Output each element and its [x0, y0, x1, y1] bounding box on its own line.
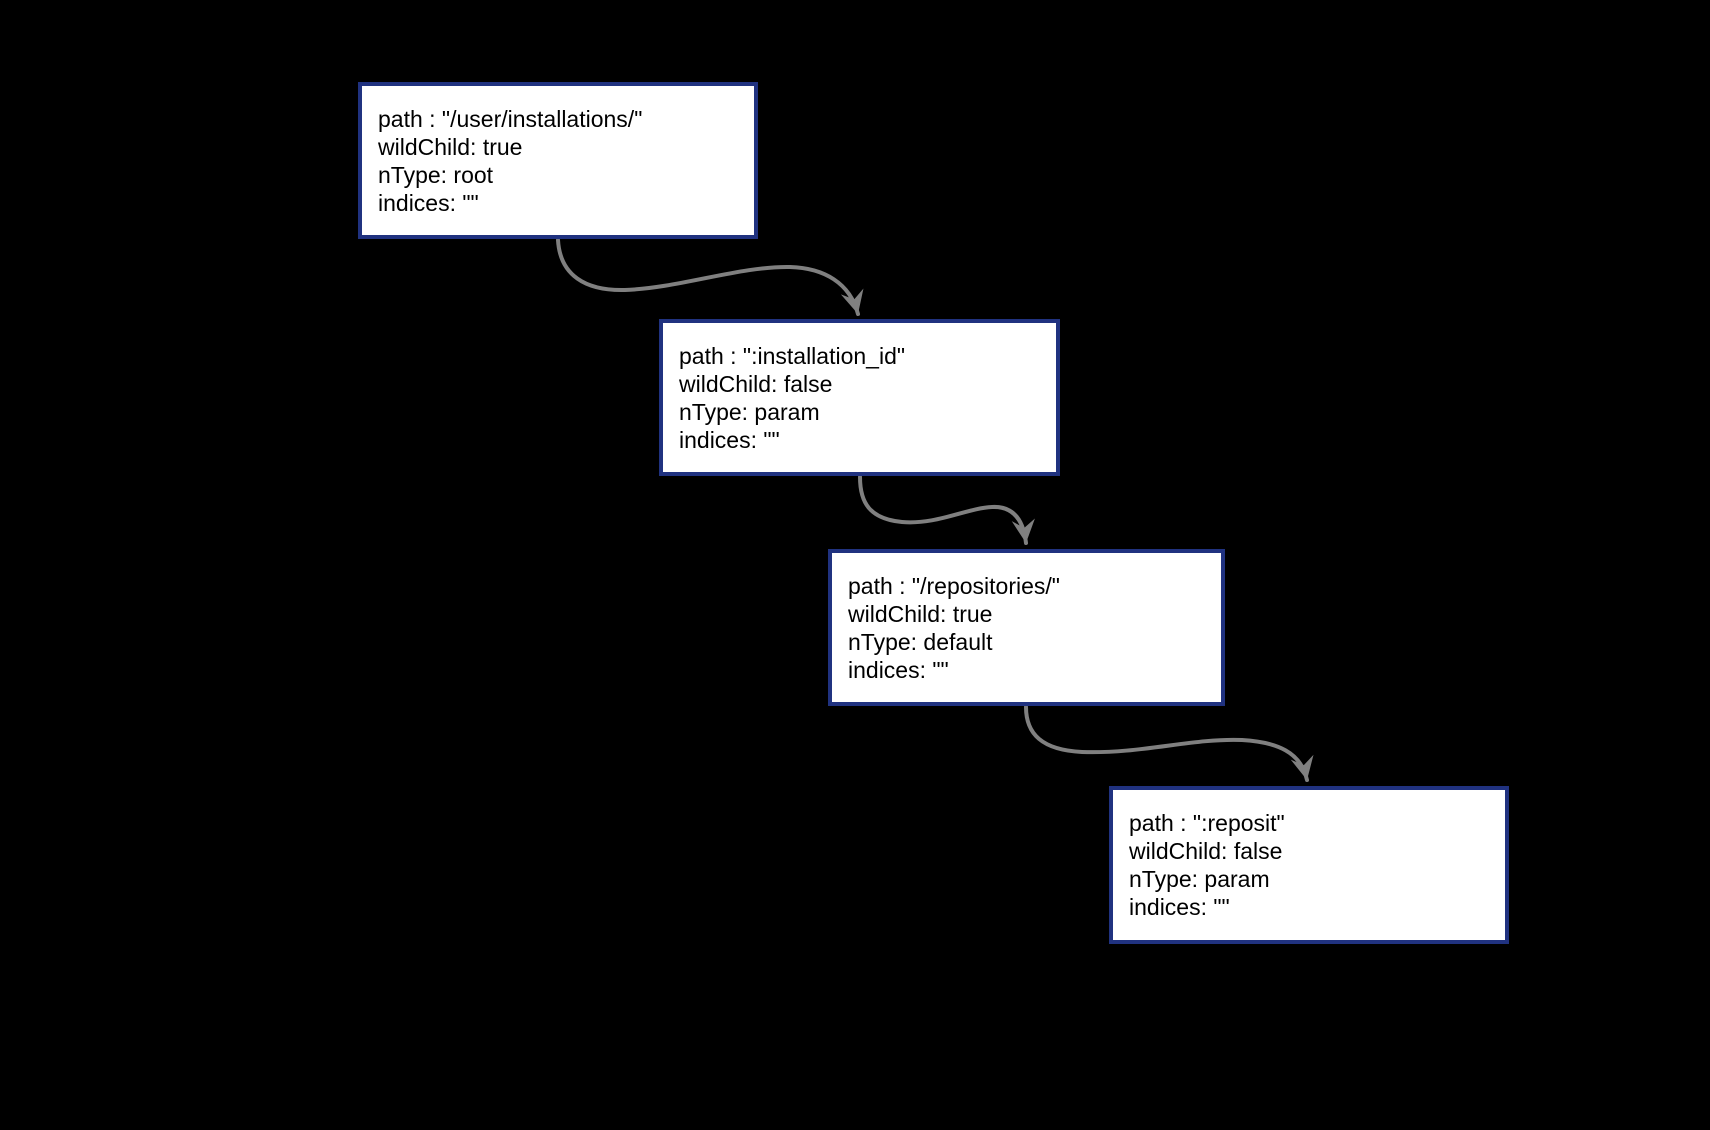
node-field-wildchild: wildChild: false [679, 370, 833, 397]
node-repositories: path : "/repositories/" wildChild: true … [828, 549, 1225, 706]
node-field-indices: indices: "" [679, 426, 780, 453]
node-field-path: path : "/user/installations/" [378, 105, 643, 132]
node-field-wildchild: wildChild: true [848, 600, 993, 627]
node-user-installations: path : "/user/installations/" wildChild:… [358, 82, 758, 239]
node-field-path: path : "/repositories/" [848, 572, 1060, 599]
node-field-ntype: nType: root [378, 161, 494, 188]
node-field-indices: indices: "" [848, 656, 949, 683]
node-field-ntype: nType: param [679, 398, 820, 425]
node-field-wildchild: wildChild: true [378, 133, 523, 160]
node-field-indices: indices: "" [1129, 894, 1230, 920]
node-field-indices: indices: "" [378, 189, 479, 216]
edge-root-to-installation-id [556, 238, 864, 316]
node-field-ntype: nType: param [1129, 866, 1270, 892]
node-field-path: path : ":reposit" [1129, 810, 1285, 836]
edge-installation-id-to-repositories [858, 475, 1035, 545]
edge-repositories-to-reposit [1024, 705, 1314, 782]
node-field-path: path : ":installation_id" [679, 342, 906, 369]
node-installation-id: path : ":installation_id" wildChild: fal… [659, 319, 1060, 476]
node-field-wildchild: wildChild: false [1129, 838, 1283, 864]
node-field-ntype: nType: default [848, 628, 993, 655]
node-reposit: path : ":reposit" wildChild: false nType… [1109, 786, 1509, 944]
